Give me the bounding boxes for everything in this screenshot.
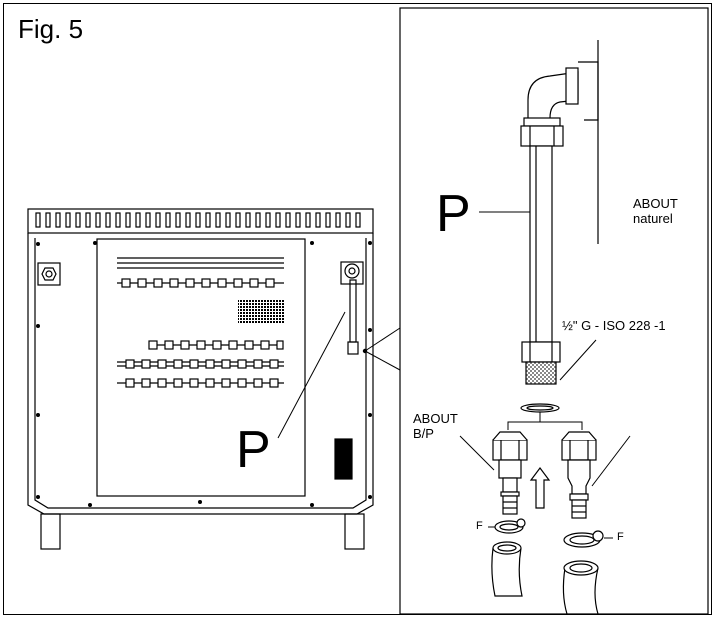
upper-nut bbox=[520, 125, 564, 147]
figure-frame bbox=[3, 3, 712, 615]
adapter-naturel-spigot bbox=[571, 499, 587, 519]
data-plate bbox=[334, 438, 353, 480]
vent-strip bbox=[27, 208, 374, 234]
figure-title: Fig. 5 bbox=[18, 14, 84, 44]
pipe-p bbox=[529, 145, 553, 343]
left-foot bbox=[40, 513, 61, 550]
adapter-naturel-leader bbox=[591, 435, 631, 487]
adapter-bp-nut bbox=[492, 439, 528, 461]
ventilation-grid bbox=[238, 300, 284, 324]
gas-inlet-pipe bbox=[349, 279, 357, 343]
screw-dots bbox=[36, 241, 372, 507]
label-clamp-right: F bbox=[617, 531, 624, 543]
elbow-collar bbox=[565, 67, 579, 105]
hose-left bbox=[491, 547, 523, 597]
lower-nut bbox=[521, 341, 561, 363]
gas-inlet-nozzle bbox=[347, 341, 359, 355]
oven-body-outline bbox=[27, 233, 374, 515]
terminal-strip-row-3 bbox=[117, 359, 284, 369]
p-oven-leader bbox=[277, 311, 346, 439]
adapter-bracket bbox=[507, 412, 583, 430]
adapter-bp-hex bbox=[498, 459, 522, 479]
gas-inlet-elbow bbox=[344, 263, 360, 279]
callout-line-lower bbox=[364, 350, 401, 371]
hose-right bbox=[562, 567, 599, 615]
terminal-strip-row-2 bbox=[148, 340, 284, 350]
label-p-pipe: P bbox=[436, 185, 471, 243]
label-about-bp-2: B/P bbox=[413, 426, 434, 441]
hex-nut-icon bbox=[41, 267, 57, 281]
label-thread-spec: ½" G - ISO 228 -1 bbox=[562, 318, 666, 333]
adapter-bp-leader bbox=[459, 435, 495, 471]
up-arrow-icon bbox=[529, 467, 551, 509]
adapter-naturel-nut bbox=[561, 439, 597, 461]
left-bracket bbox=[37, 262, 61, 286]
detail-drawing bbox=[459, 40, 631, 615]
label-about-naturel-2: naturel bbox=[633, 211, 673, 226]
upper-nut-top bbox=[523, 117, 561, 127]
right-foot bbox=[344, 513, 365, 550]
label-about-bp-1: ABOUT bbox=[413, 411, 458, 426]
back-panel bbox=[96, 238, 306, 497]
label-about-naturel-1: ABOUT bbox=[633, 196, 678, 211]
oven-rear-view bbox=[27, 208, 374, 550]
gas-inlet-bracket bbox=[340, 261, 364, 285]
label-clamp-left: F bbox=[476, 520, 483, 532]
vent-slots bbox=[35, 212, 361, 228]
terminal-strip-row-4 bbox=[117, 378, 284, 388]
oven-inner-outline bbox=[34, 238, 367, 509]
callout-line-upper bbox=[364, 327, 401, 352]
adapter-bp-spigot bbox=[502, 495, 518, 515]
detail-panel-border bbox=[399, 7, 709, 615]
label-p-oven: P bbox=[236, 421, 271, 479]
thread-leader bbox=[559, 339, 597, 381]
terminal-strip-row-1 bbox=[117, 278, 284, 288]
pipe-thread bbox=[525, 361, 557, 385]
